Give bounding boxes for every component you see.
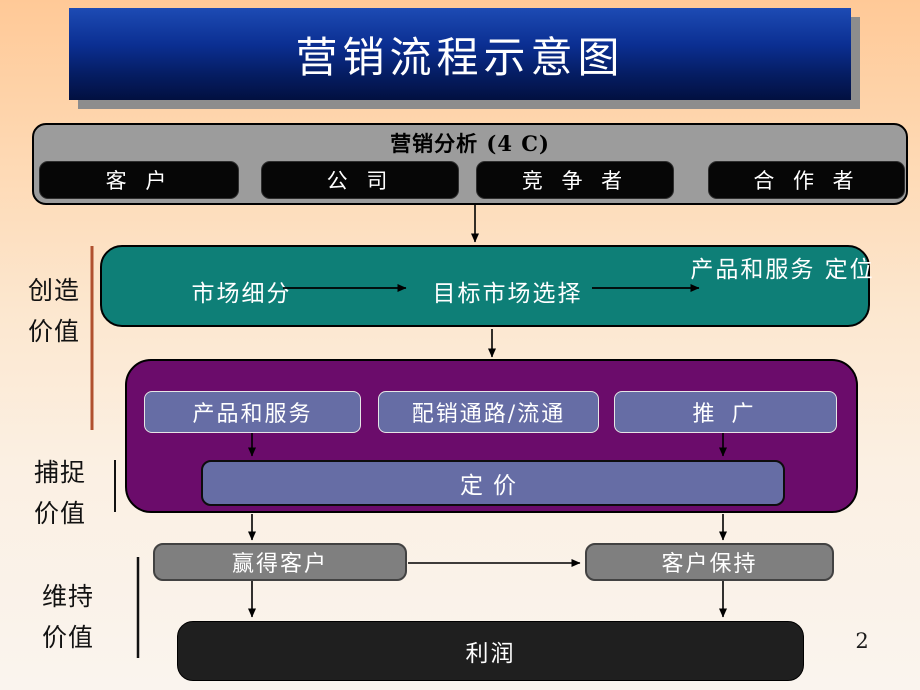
stage-retain-value: 维持 价值	[42, 576, 94, 658]
capture-value-panel: 产品和服务 配销通路/流通 推 广 定价	[125, 359, 858, 513]
step-market-segmentation: 市场细分	[191, 281, 292, 307]
slide-title: 营销流程示意图	[295, 32, 625, 82]
profit-box: 利润	[177, 621, 804, 681]
mix-product-service: 产品和服务	[144, 391, 361, 433]
step-positioning-line2: 定位	[824, 257, 875, 283]
stage-create-value: 创造 价值	[28, 270, 80, 352]
stage-retain-line1: 维持	[42, 582, 95, 611]
stage-create-line1: 创造	[28, 276, 81, 305]
analysis-title: 营销分析 (4 C)	[390, 131, 550, 156]
analysis-item-customer: 客 户	[39, 161, 239, 199]
stage-capture-line1: 捕捉	[34, 458, 87, 487]
create-value-panel: 市场细分 目标市场选择 产品和服务 定位	[100, 245, 873, 327]
analysis-item-competitor: 竞 争 者	[476, 161, 674, 199]
win-customers-box: 赢得客户	[153, 543, 407, 581]
stage-capture-value: 捕捉 价值	[34, 452, 86, 534]
page-number: 2	[855, 629, 869, 653]
analysis-item-partner: 合 作 者	[708, 161, 905, 199]
step-positioning-line1: 产品和服务	[690, 257, 816, 283]
marketing-analysis-panel: 营销分析 (4 C) 客 户 公 司 竞 争 者 合 作 者	[32, 123, 908, 205]
mix-promotion: 推 广	[614, 391, 837, 433]
keep-customers-box: 客户保持	[585, 543, 834, 581]
step-positioning: 产品和服务 定位	[665, 252, 900, 288]
analysis-item-company: 公 司	[261, 161, 459, 199]
mix-distribution: 配销通路/流通	[378, 391, 599, 433]
stage-retain-line2: 价值	[42, 623, 95, 652]
stage-create-line2: 价值	[28, 317, 81, 346]
stage-capture-line2: 价值	[34, 499, 87, 528]
step-target-market: 目标市场选择	[432, 281, 583, 307]
title-banner: 营销流程示意图	[69, 8, 851, 100]
pricing-box: 定价	[201, 460, 785, 506]
